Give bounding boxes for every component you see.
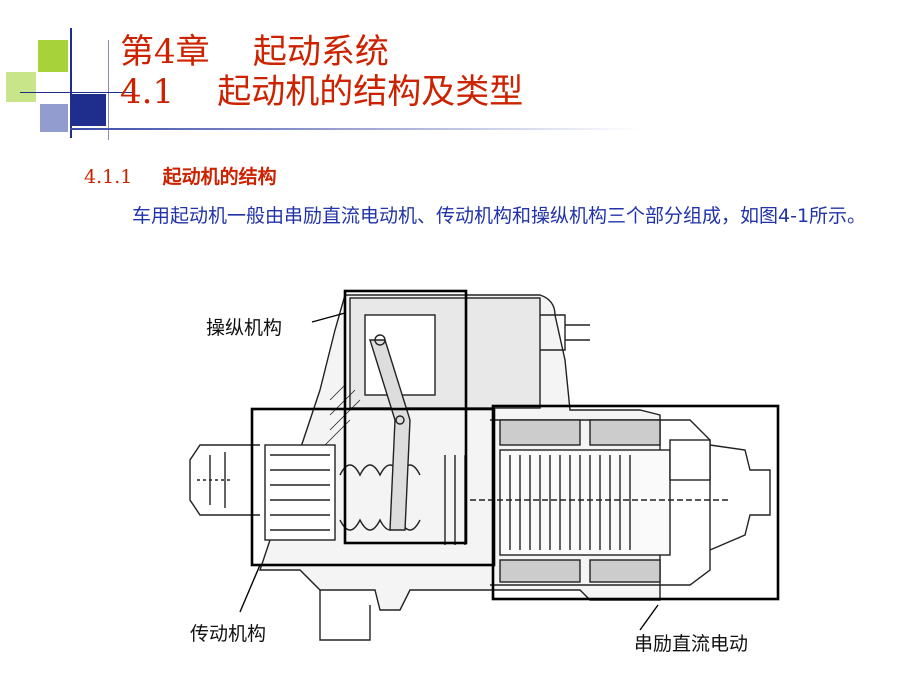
- decor-square-light-green: [6, 72, 36, 102]
- decor-horizontal-line: [20, 92, 135, 93]
- decor-square-navy: [40, 104, 68, 132]
- body-paragraph: 车用起动机一般由串励直流电动机、传动机构和操纵机构三个部分组成，如图4-1所示。: [132, 205, 867, 227]
- section-title: 4.1 起动机的结构及类型: [120, 72, 524, 112]
- decor-vertical-line-2: [108, 40, 109, 140]
- subsection-title: 起动机的结构: [162, 166, 277, 188]
- label-transmission-mechanism: 传动机构: [190, 623, 266, 645]
- decor-square-green: [38, 40, 68, 72]
- starter-diagram: 操纵机构 传动机构 串励直流电动: [189, 289, 780, 655]
- decor-square-blue: [72, 94, 106, 126]
- label-series-dc-motor: 串励直流电动: [634, 633, 748, 655]
- subsection-heading: 4.1.1 起动机的结构: [84, 162, 277, 189]
- label-control-mechanism: 操纵机构: [206, 317, 282, 339]
- subsection-number: 4.1.1: [84, 166, 133, 188]
- chapter-title: 第4章 起动系统: [120, 32, 389, 72]
- decor-vertical-line: [70, 28, 72, 138]
- motor-box: [491, 404, 780, 601]
- title-underline: [70, 128, 640, 130]
- control-mechanism-box: [343, 289, 468, 545]
